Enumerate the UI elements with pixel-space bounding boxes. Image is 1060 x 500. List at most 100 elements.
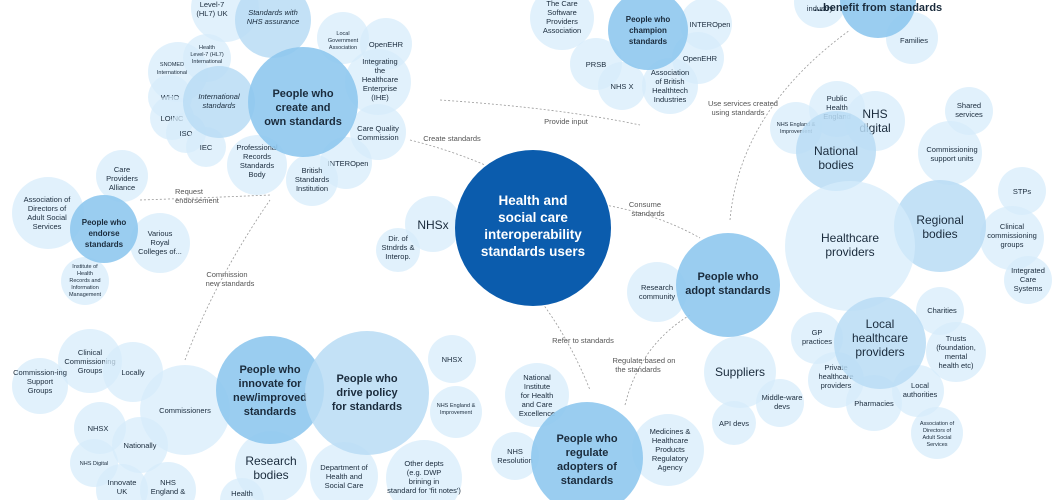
circle-trusts (926, 322, 986, 382)
circle-lga (317, 12, 369, 64)
circle-nhs-resolution (491, 432, 539, 480)
circle-group-create (248, 47, 358, 157)
cluster-policy: NHSX NHS England &Improvement Department… (216, 331, 482, 500)
connector-request (139, 194, 271, 201)
node-locally: Locally (121, 368, 145, 377)
circle-bsi (286, 154, 338, 206)
node-stps: STPs (1013, 187, 1032, 196)
edge-label-request: Request endorsement (175, 187, 220, 205)
circle-nhsx-top (598, 62, 646, 110)
connector-regulate (624, 314, 691, 406)
circle-nhs-assurance (235, 0, 311, 58)
edge-label-commission-line2: new standards (206, 279, 255, 288)
circle-local-providers (834, 297, 926, 389)
circle-stps (998, 167, 1046, 215)
circle-nhse-policy (430, 386, 482, 438)
circle-dir-standards (376, 228, 420, 272)
node-nhs-digital-left: NHS Digital (80, 461, 108, 467)
circle-csu-left (12, 358, 68, 414)
circle-regional-bodies (894, 180, 986, 272)
connector-consume (604, 204, 701, 239)
circle-group-innovate (216, 336, 324, 444)
edge-label-commission-line1: Commission (206, 270, 247, 279)
circle-prsb (227, 135, 287, 195)
edge-label-provide: Provide input (544, 117, 589, 126)
node-api-devs: API devs (719, 419, 749, 428)
node-nhse-improvement: NHS England &Improvement (777, 122, 816, 135)
node-iso: ISO (180, 129, 193, 138)
circle-adass (12, 177, 84, 249)
circle-ccg-right (980, 206, 1044, 270)
edge-label-create: Create standards (423, 134, 481, 143)
circle-intl-standards (183, 66, 255, 138)
circle-care-software (530, 0, 594, 50)
node-nationally: Nationally (124, 441, 157, 450)
circle-commissioners (140, 365, 230, 455)
circle-adass-small (911, 407, 963, 459)
node-nhsx-top: NHS X (611, 82, 634, 91)
node-nhse-policy: NHS England &Improvement (437, 403, 476, 416)
edge-label-consume-line2: standards (632, 209, 665, 218)
circle-suppliers (704, 336, 776, 408)
node-prsb2: PRSB (586, 60, 606, 69)
node-charities: Charities (927, 306, 957, 315)
circle-health-cut (220, 478, 264, 500)
circle-group-endorse (70, 195, 138, 263)
node-interopen1: INTEROpen (328, 159, 369, 168)
circle-industry (794, 0, 846, 28)
circle-group-regulate (531, 402, 643, 500)
circle-pharmacies (846, 375, 902, 431)
circle-healthcare-providers (785, 181, 915, 311)
circle-ihrim (61, 257, 109, 305)
edge-label-regulate-line2: the standards (615, 365, 661, 374)
node-interopen2: INTEROpen (690, 20, 731, 29)
edge-label-request-line2: endorsement (175, 196, 220, 205)
edge-label-commission: Commission new standards (206, 270, 255, 288)
edge-label-use-line1: Use services created (708, 99, 778, 108)
circle-research-community (627, 262, 687, 322)
connector-commission (184, 199, 271, 361)
edge-label-consume-line1: Consume (629, 200, 661, 209)
node-suppliers: Suppliers (715, 365, 765, 379)
edge-label-use-line2: using standards (712, 108, 765, 117)
circle-middleware (756, 379, 804, 427)
node-nhsx-mid: NHSx (417, 218, 448, 232)
